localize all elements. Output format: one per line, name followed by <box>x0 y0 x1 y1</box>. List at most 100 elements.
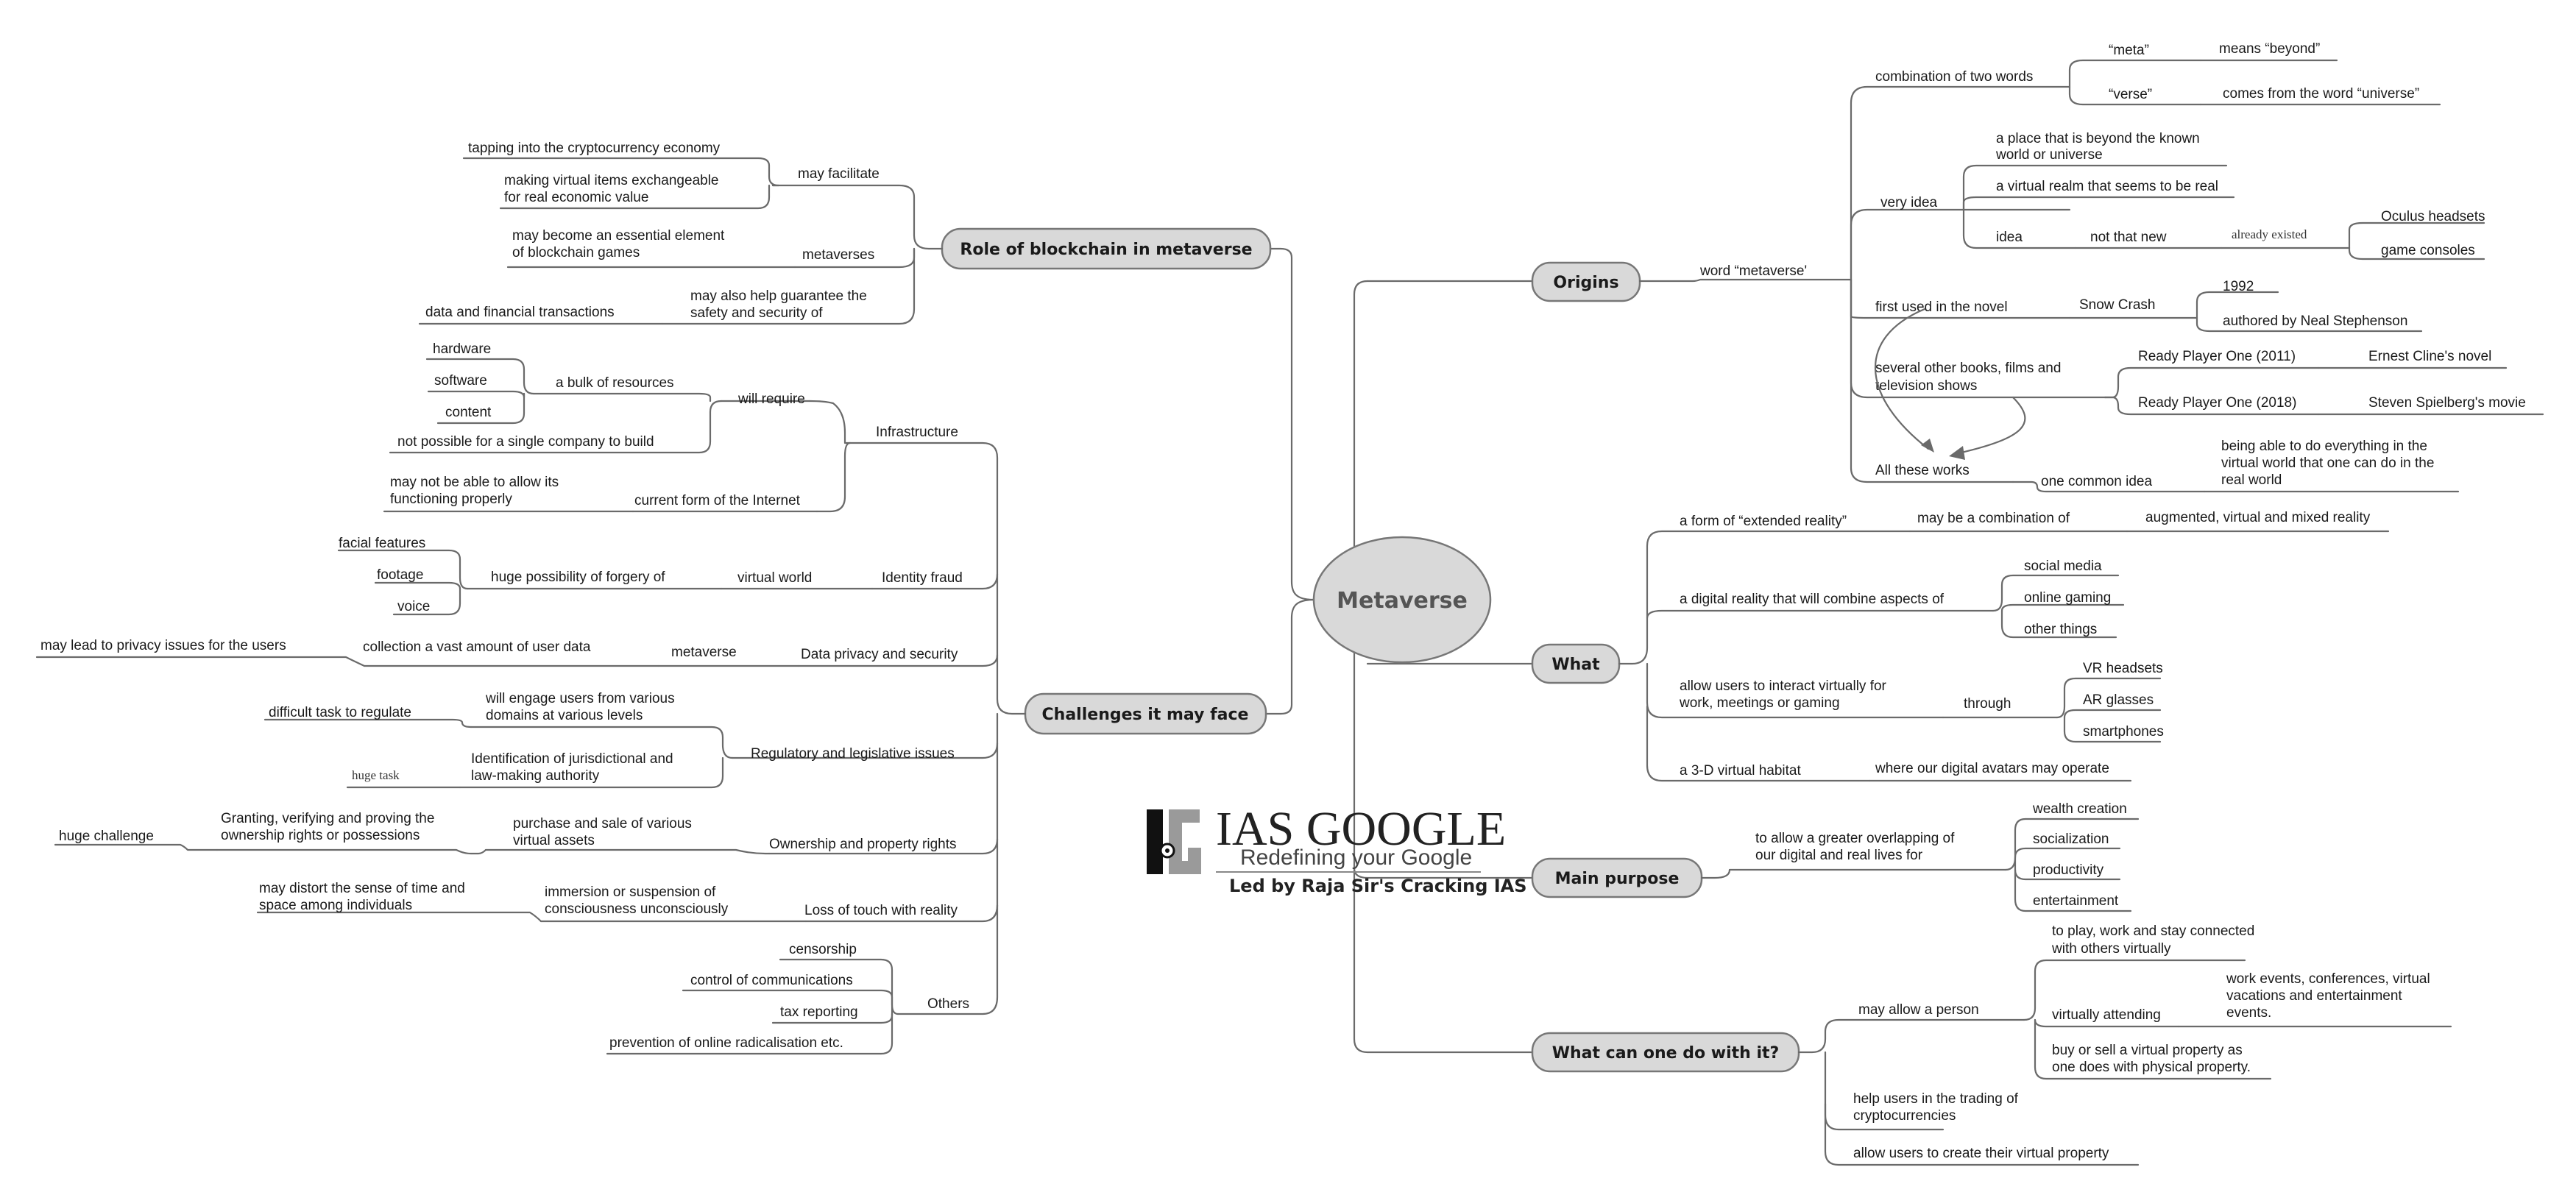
topic-label-challenges-ident-2: law-making authority <box>471 768 600 784</box>
topic-label-purpose-productivity: productivity <box>2033 862 2104 878</box>
topic-label-challenges-purchase-2: virtual assets <box>513 833 595 848</box>
connector-line <box>256 911 542 923</box>
topic-label-purpose-wealth: wealth creation <box>2032 801 2127 817</box>
topic-label-challenges-huge-task: huge task <box>352 768 400 782</box>
brand-tagline: Redefining your Google <box>1240 845 1472 870</box>
topic-label-purpose-overlap-1: to allow a greater overlapping of <box>1755 831 1955 846</box>
connector-line <box>2011 481 2206 493</box>
topic-label-challenges-facial: facial features <box>339 536 425 551</box>
connector-line <box>1824 1102 2140 1166</box>
topic-label-origins-authored: authored by Neal Stephenson <box>2223 313 2407 329</box>
topic-label-purpose-social: socialization <box>2033 831 2109 847</box>
topic-label-purpose-entertainment: entertainment <box>2033 893 2119 909</box>
topic-label-challenges-identity: Identity fraud <box>882 570 963 586</box>
topic-label-origins-meta: “meta” <box>2109 43 2149 58</box>
connector-line <box>2014 847 2121 871</box>
topic-label-challenges-purchase-1: purchase and sale of various <box>513 816 692 831</box>
topic-label-challenges-will-require: will require <box>737 391 805 407</box>
topic-label-what-phones: smartphones <box>2083 724 2164 740</box>
connector-line <box>797 653 999 667</box>
connector-line <box>427 390 526 399</box>
connector-line <box>2195 291 2279 319</box>
topic-label-challenges-engage-2: domains at various levels <box>486 708 643 723</box>
topic-label-what-vr: VR headsets <box>2083 661 2163 676</box>
topic-label-origins-able-2: virtual world that one can do in the <box>2221 455 2434 471</box>
topic-label-origins-meta-def: means “beyond” <box>2219 41 2320 57</box>
topic-label-cando-allow-person: may allow a person <box>1858 1002 1979 1018</box>
topic-label-cando-create: allow users to create their virtual prop… <box>1853 1146 2109 1161</box>
topic-label-challenges-tax: tax reporting <box>780 1004 858 1020</box>
topic-label-challenges-current-form: current form of the Internet <box>634 493 801 508</box>
topic-label-challenges-immersion-2: consciousness unconsciously <box>545 901 729 917</box>
topic-label-cando-events-3: events. <box>2226 1005 2271 1021</box>
connector-line <box>808 400 852 444</box>
topic-label-what-gaming: online gaming <box>2024 590 2111 606</box>
topic-label-cando-attending: virtually attending <box>2052 1007 2161 1023</box>
topic-label-blockchain-data: data and financial transactions <box>425 305 615 320</box>
connector-line <box>1638 278 1853 283</box>
topic-label-cando-crypto-1: help users in the trading of <box>1853 1091 2019 1107</box>
topic-label-origins-other-books-2: television shows <box>1875 378 1977 394</box>
connector-line <box>1646 609 1995 620</box>
connector-line <box>1700 868 2007 879</box>
topic-label-what-avm: augmented, virtual and mixed reality <box>2145 510 2371 525</box>
topic-label-blockchain-essential-2: of blockchain games <box>512 245 640 260</box>
connector-line <box>1646 705 1871 782</box>
connector-line <box>1962 208 2077 249</box>
topic-label-challenges-prevention: prevention of online radicalisation etc. <box>609 1035 843 1051</box>
node-origins-label: Origins <box>1553 274 1618 292</box>
connector-line <box>1949 446 1965 460</box>
topic-label-origins-able-1: being able to do everything in the <box>2221 439 2427 454</box>
topic-label-challenges-privacy: Data privacy and security <box>801 647 958 662</box>
topic-label-origins-place-1: a place that is beyond the known <box>1996 131 2200 146</box>
branch-what: What a form of “extended reality” may be… <box>1531 510 2390 782</box>
connector-line <box>35 656 366 667</box>
topic-label-challenges-privacy-issues: may lead to privacy issues for the users <box>40 638 286 653</box>
topic-label-challenges-not-possible: not possible for a single company to bui… <box>397 434 654 450</box>
topic-label-challenges-distort-2: space among individuals <box>259 898 412 913</box>
topic-label-challenges-engage-1: will engage users from various <box>485 691 675 706</box>
topic-label-what-digital: a digital reality that will combine aspe… <box>1680 592 1945 607</box>
connector-line <box>499 184 771 210</box>
connector-line <box>1353 867 1543 879</box>
connector-line <box>470 726 734 759</box>
topic-label-what-habitat: a 3-D virtual habitat <box>1680 763 1801 779</box>
branch-main-purpose: Main purpose to allow a greater overlapp… <box>1531 801 2140 912</box>
connector-line <box>682 989 894 1015</box>
topic-label-what-interact-1: allow users to interact virtually for <box>1680 678 1887 694</box>
topic-label-challenges-ident-1: Identification of jurisdictional and <box>471 751 673 767</box>
topic-label-origins-other-books-1: several other books, films and <box>1875 361 2061 376</box>
topic-label-cando-buy-1: buy or sell a virtual property as <box>2052 1043 2243 1058</box>
topic-label-origins-rpo-2011: Ready Player One (2011) <box>2138 349 2296 364</box>
connector-line <box>1960 396 2026 454</box>
topic-label-challenges-footage: footage <box>377 567 423 583</box>
connector-line <box>1618 530 1911 665</box>
topic-label-blockchain-essential-1: may become an essential element <box>512 228 725 244</box>
connector-line <box>389 400 723 454</box>
central-topic[interactable]: Metaverse <box>1312 536 1492 664</box>
topic-label-what-avatars: where our digital avatars may operate <box>1875 761 2109 776</box>
topic-label-challenges-control: control of communications <box>690 973 853 988</box>
topic-label-blockchain-facilitate: may facilitate <box>798 166 880 182</box>
topic-label-origins-year: 1992 <box>2223 279 2254 294</box>
branch-blockchain: Role of blockchain in metaverse may faci… <box>418 141 1272 325</box>
logo-mark-i <box>1147 809 1163 874</box>
topic-label-what-through: through <box>1964 696 2011 712</box>
topic-label-what-title: What <box>1551 656 1600 674</box>
central-topic-label: Metaverse <box>1337 588 1468 614</box>
connector-line <box>1850 278 2014 483</box>
topic-label-what-interact-2: work, meetings or gaming <box>1679 695 1840 711</box>
topic-label-origins-place-2: world or universe <box>1995 147 2103 163</box>
topic-label-purpose-title: Main purpose <box>1555 870 1680 888</box>
topic-label-origins-very-idea: very idea <box>1880 195 1938 210</box>
topic-label-what-ar: AR glasses <box>2083 692 2154 708</box>
connector-line <box>1264 598 1315 715</box>
topic-label-blockchain-tapping: tapping into the cryptocurrency economy <box>468 141 721 156</box>
connector-line <box>54 843 219 851</box>
brand-led-by: Led by Raja Sir's Cracking IAS <box>1229 876 1527 896</box>
topic-label-blockchain-title: Role of blockchain in metaverse <box>960 241 1252 259</box>
topic-label-challenges-voice: voice <box>397 599 430 614</box>
topic-label-origins-consoles: game consoles <box>2381 243 2475 258</box>
connector-line <box>1921 439 1934 453</box>
